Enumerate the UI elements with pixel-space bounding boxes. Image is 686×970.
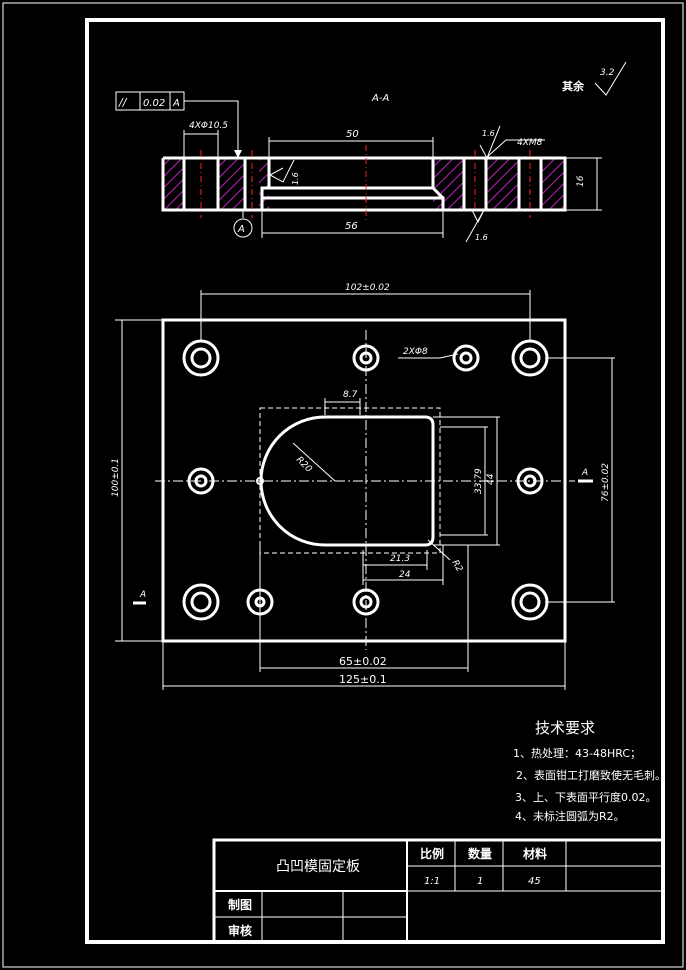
section-marker-left: A: [139, 590, 146, 600]
radius-2-dim: R2: [449, 559, 464, 575]
roughness-rest-label: 其余: [562, 79, 585, 93]
bottom-width-dim: 56: [345, 221, 358, 232]
roughness-top: 1.6: [482, 129, 495, 138]
flatness-tolerance: 0.02: [143, 98, 165, 109]
roughness-symbols: [268, 61, 627, 243]
datum-label: A: [237, 224, 245, 235]
tech-requirements: 技术要求 1、热处理：43-48HRC； 2、表面钳工打磨致使无毛刺。 3、上、…: [513, 719, 666, 823]
section-view: A-A // 0.02 A: [115, 61, 627, 243]
flatness-datum: A: [172, 98, 180, 109]
height-33-79-dim: 33.79: [474, 468, 484, 494]
drawn-label: 制图: [228, 897, 252, 912]
material-value: 45: [528, 876, 541, 887]
tech-item-2: 2、表面钳工打磨致使无毛刺。: [516, 768, 666, 782]
material-label: 材料: [522, 846, 547, 861]
top-width-dim: 50: [346, 129, 359, 140]
height-44-dim: 44: [486, 473, 496, 485]
height-dim: 16: [576, 175, 586, 187]
overall-width-dim: 125±0.1: [339, 673, 387, 686]
d-cutout: [259, 415, 435, 547]
tech-item-4: 4、未标注圆弧为R2。: [515, 809, 625, 823]
width-24-dim: 24: [399, 570, 411, 580]
hole-spacing-x: 102±0.02: [345, 283, 390, 293]
roughness-rest-value: 3.2: [600, 68, 615, 78]
title-block: [212, 838, 665, 944]
qty-label: 数量: [468, 846, 492, 861]
checked-label: 审核: [228, 923, 252, 938]
tech-item-3: 3、上、下表面平行度0.02。: [515, 790, 657, 804]
width-65-dim: 65±0.02: [339, 655, 387, 668]
section-hatch-right: [433, 158, 565, 210]
hole-spacing-y: 76±0.02: [601, 463, 611, 502]
section-marker-right: A: [581, 468, 588, 478]
scale-label: 比例: [420, 846, 444, 861]
qty-value: 1: [477, 876, 483, 887]
radius-20-dim: R20: [294, 455, 314, 475]
holes-dim: 4XΦ10.5: [189, 121, 228, 131]
flatness-frame: // 0.02 A: [115, 91, 242, 158]
width-21-3-dim: 21.3: [390, 554, 410, 564]
roughness-bottom: 1.6: [475, 233, 488, 242]
scale-value: 1:1: [424, 876, 440, 887]
tech-item-1: 1、热处理：43-48HRC；: [513, 747, 641, 760]
tech-title: 技术要求: [535, 719, 595, 737]
overall-height-dim: 100±0.1: [111, 458, 121, 497]
section-title: A-A: [371, 93, 389, 104]
plan-view: 102±0.02 2XΦ8 8.7 R20 33.79 44 21.3 24 R…: [111, 283, 615, 690]
offset-dim: 8.7: [343, 390, 358, 400]
threads-dim: 4XM8: [517, 138, 543, 148]
pin-holes-dim: 2XΦ8: [403, 347, 428, 357]
pin-holes: [187, 344, 544, 616]
part-name: 凸凹模固定板: [276, 859, 360, 875]
roughness-side: 1.6: [291, 172, 300, 185]
parallelism-symbol: //: [118, 96, 128, 109]
